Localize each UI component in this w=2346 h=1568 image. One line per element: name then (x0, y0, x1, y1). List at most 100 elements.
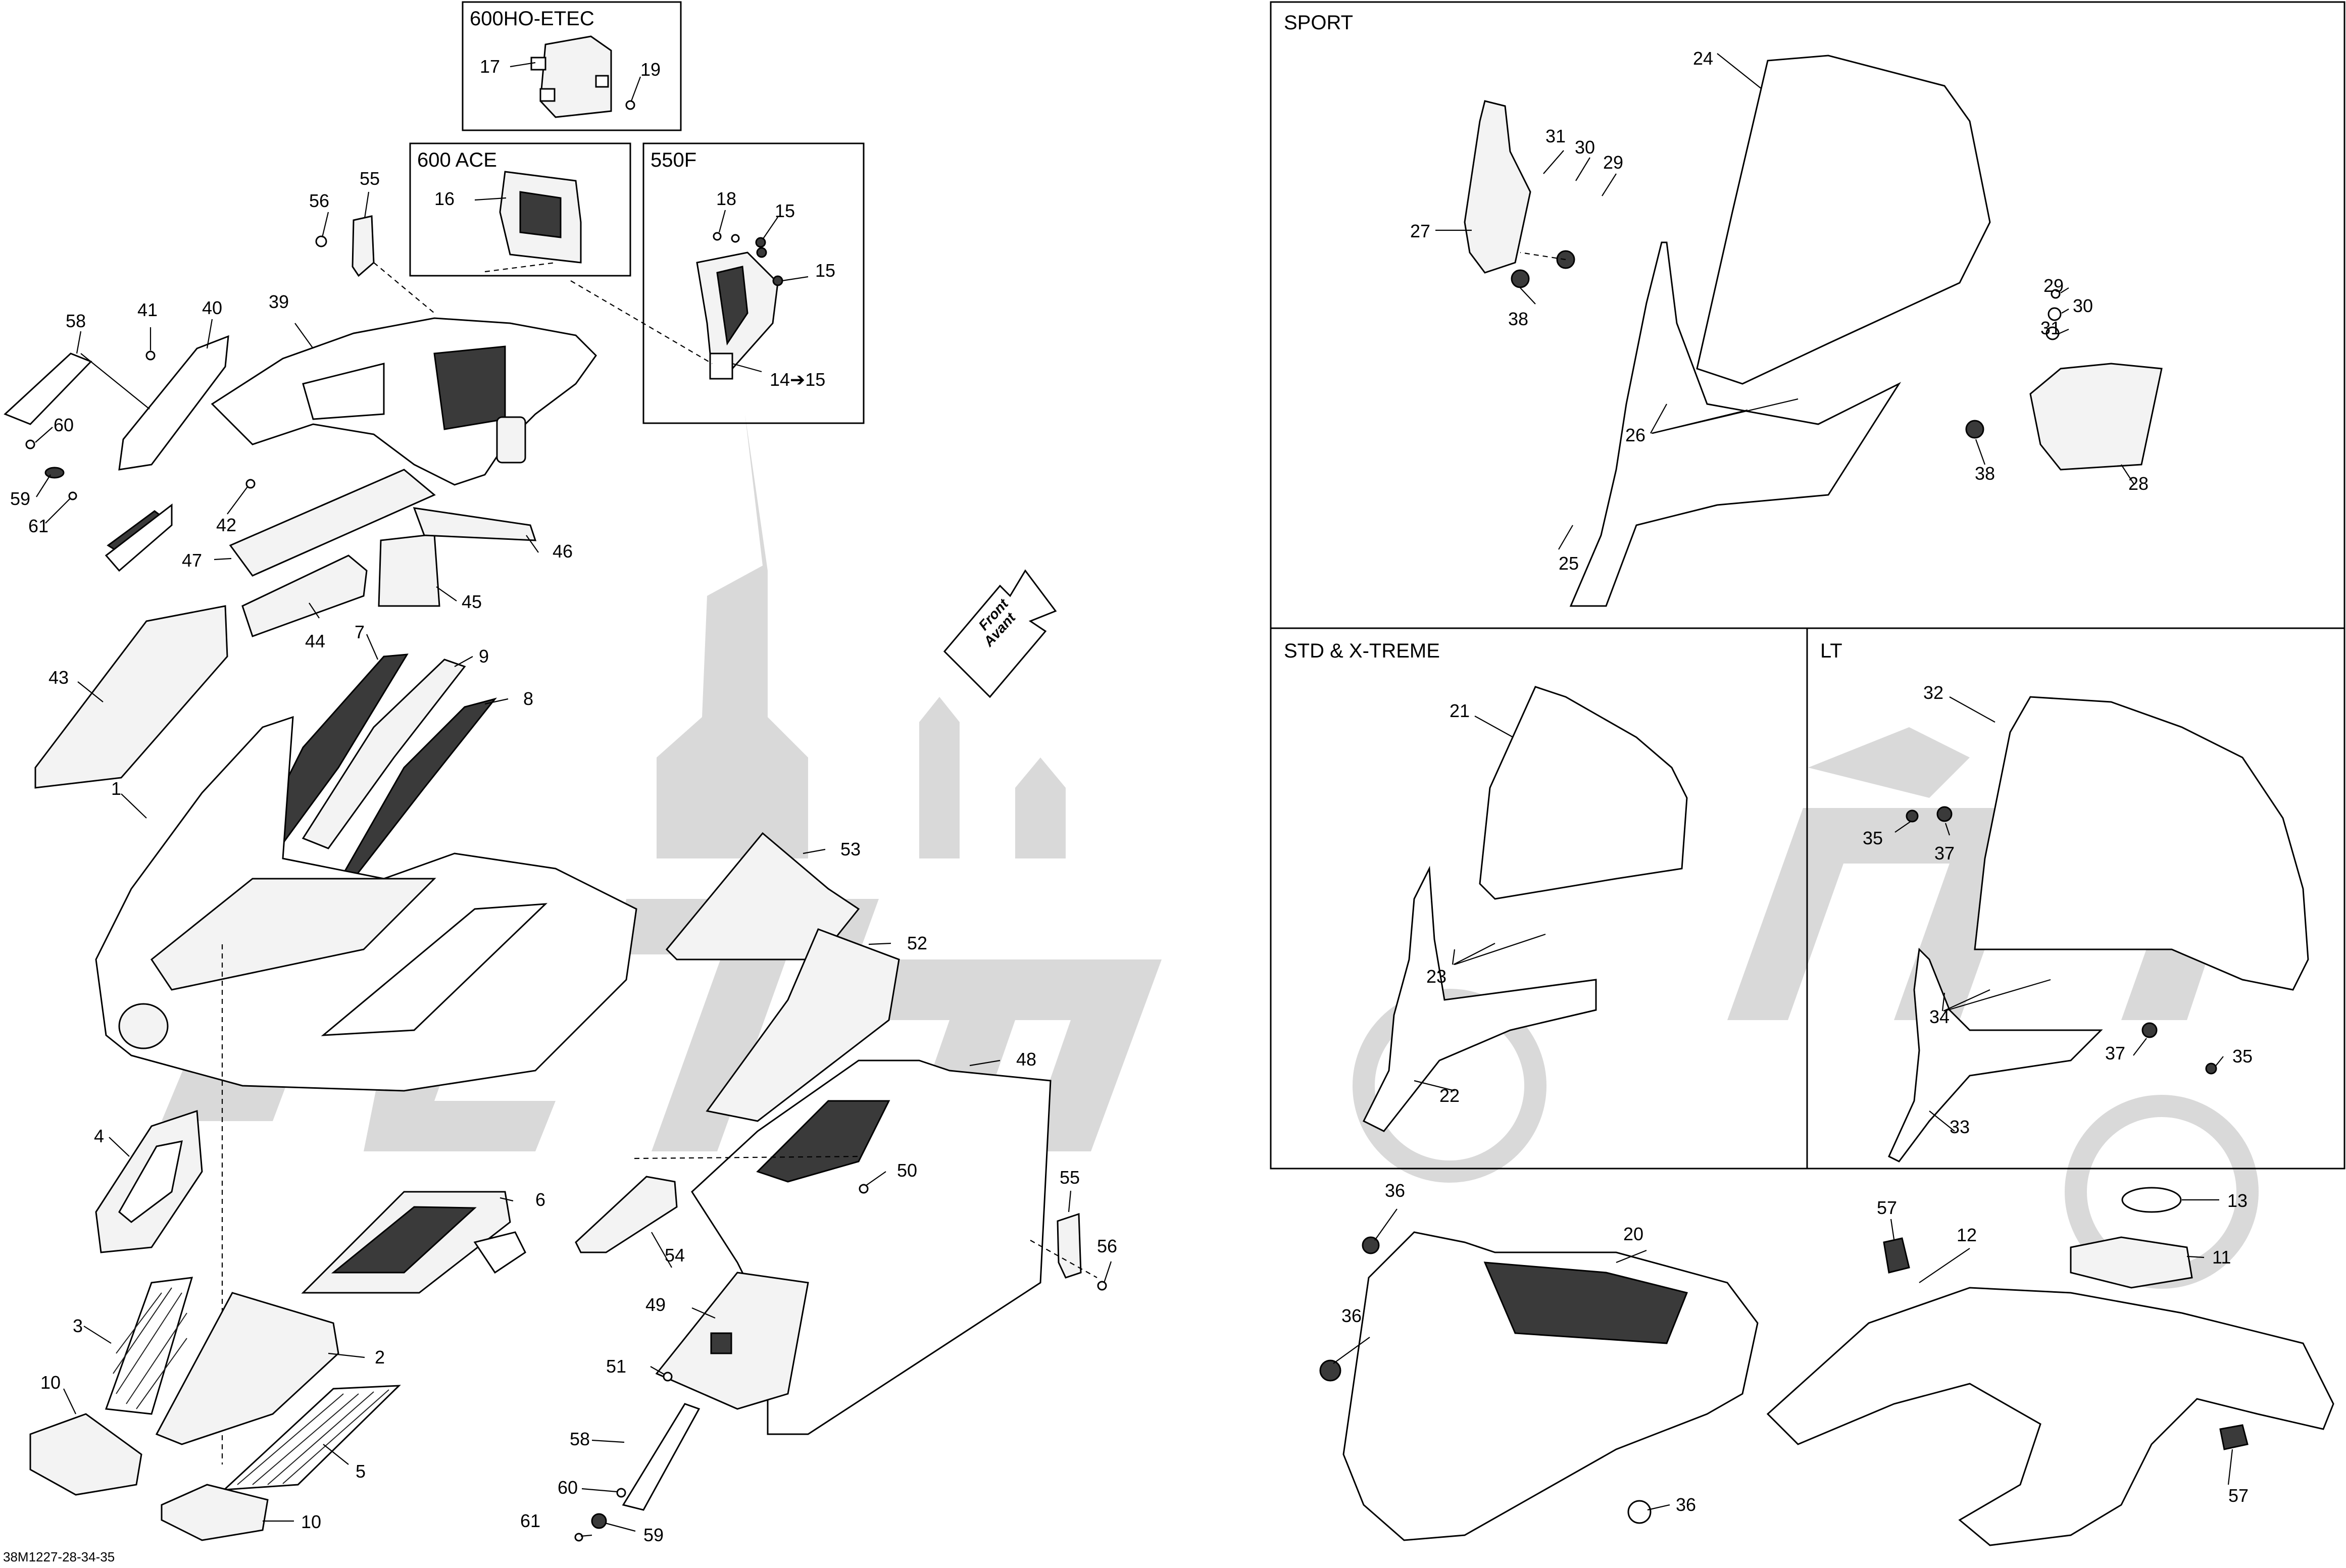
callout-10-lower: 10 (301, 1511, 321, 1532)
part-58-grab-handle-left (4, 352, 92, 425)
callout-60-left: 60 (54, 415, 74, 435)
callout-49: 49 (645, 1294, 666, 1315)
callout-20: 20 (1623, 1224, 1643, 1244)
part-29-screw-r (2051, 289, 2061, 299)
part-6-intake-slot (331, 1206, 477, 1274)
callout-34: 34 (1929, 1006, 1950, 1027)
part-24-sport-windshield (1696, 55, 1991, 385)
callout-40: 40 (202, 297, 222, 318)
callout-43: 43 (48, 667, 69, 688)
callout-13: 13 (2227, 1190, 2248, 1211)
part-57-clip-top (1883, 1237, 1910, 1274)
part-56-screw-top (315, 235, 327, 247)
part-61-nut-right (574, 1533, 583, 1542)
part-35-screw-lt-top (1906, 810, 1919, 823)
callout-36-top: 36 (1385, 1180, 1405, 1201)
callout-15-b: 15 (815, 260, 835, 281)
callout-25: 25 (1559, 553, 1579, 574)
callout-46: 46 (553, 541, 573, 562)
callout-36-left: 36 (1341, 1305, 1362, 1326)
part-58-grab-handle-right (622, 1403, 701, 1511)
box-sport-title: SPORT (1284, 12, 1353, 34)
part-14-intake-silencer (696, 251, 779, 380)
box-600-ace-title: 600 ACE (417, 149, 497, 171)
part-5-mesh (237, 1389, 389, 1485)
callout-45: 45 (462, 591, 482, 612)
part-13-gauge-ring (2121, 1187, 2182, 1213)
part-49-bracket (655, 1272, 809, 1410)
part-21-std-windshield (1479, 686, 1688, 900)
part-3-mesh (113, 1287, 187, 1409)
part-18-screws (713, 232, 740, 243)
part-50-screw (859, 1184, 869, 1194)
callout-2: 2 (375, 1347, 385, 1368)
part-30-washer-r (2048, 307, 2062, 321)
callout-8: 8 (523, 688, 533, 709)
part-52-side-panel (706, 928, 900, 1122)
part-15-nut-c (772, 275, 783, 286)
part-6-clip (473, 1231, 526, 1274)
callout-51: 51 (606, 1356, 626, 1377)
callout-54: 54 (665, 1245, 685, 1266)
box-600ho-etec-title: 600HO-ETEC (470, 8, 594, 30)
callout-30-sport-right: 30 (2073, 295, 2093, 316)
part-46-strip (413, 507, 537, 541)
box-lt (1806, 627, 2345, 1170)
box-600ho-etec (462, 1, 682, 131)
callout-56-mid: 56 (1097, 1236, 1117, 1256)
part-53-side-panel (665, 832, 860, 960)
part-10-cap-upper (29, 1413, 142, 1496)
part-28-sport-bracket (2029, 363, 2163, 471)
part-40-lower (105, 503, 173, 572)
part-45-panel (378, 533, 440, 607)
callout-50: 50 (897, 1160, 917, 1181)
callout-58-right: 58 (570, 1429, 590, 1449)
part-54-strip (575, 1176, 678, 1253)
callout-55-mid: 55 (1060, 1167, 1080, 1188)
part-37-grommet-lt-top (1936, 806, 1953, 822)
callout-60-right: 60 (558, 1477, 578, 1498)
callout-18: 18 (716, 188, 736, 209)
callout-32: 32 (1923, 682, 1943, 703)
callout-6: 6 (535, 1189, 545, 1210)
callout-23: 23 (1426, 966, 1446, 987)
part-59-washer-left (44, 467, 65, 479)
part-51-washer (663, 1372, 673, 1382)
callout-29-sport-left: 29 (1603, 152, 1623, 173)
part-3-mesh-grille (105, 1277, 193, 1415)
callout-19: 19 (640, 59, 661, 80)
callout-31-sport-right: 31 (2040, 318, 2061, 338)
part-39-console-inner (433, 345, 506, 430)
part-47-trim-upper (229, 469, 436, 577)
callout-59-left: 59 (10, 488, 30, 509)
part-36-grommet-left (1319, 1359, 1341, 1382)
part-38-grommet-left (1511, 269, 1530, 288)
callout-24: 24 (1693, 48, 1713, 69)
callout-21: 21 (1450, 700, 1470, 721)
callout-48: 48 (1016, 1049, 1036, 1070)
callout-7: 7 (355, 622, 365, 642)
part-57-clip-bottom (2219, 1424, 2249, 1450)
part-55-latch-top (352, 215, 375, 277)
part-2-lower-cover (155, 1292, 339, 1445)
callout-16: 16 (434, 188, 455, 209)
part-44-trim-lower (241, 554, 368, 637)
callout-11: 11 (2212, 1247, 2231, 1268)
callout-3: 3 (73, 1316, 83, 1336)
part-31-washer-r (2045, 326, 2060, 340)
callout-5: 5 (356, 1461, 366, 1482)
callout-27: 27 (1410, 221, 1430, 241)
callout-35-lt-top: 35 (1863, 828, 1883, 848)
part-33-lt-deflector (1888, 947, 2103, 1162)
callout-14: 14➔15 (770, 369, 825, 390)
part-39-latch (496, 416, 526, 464)
callout-58-left: 58 (66, 311, 86, 331)
part-4-vent-recess (118, 1140, 183, 1223)
callout-38-sport-left: 38 (1508, 309, 1528, 329)
callout-15-a: 15 (775, 200, 795, 221)
callout-41: 41 (137, 299, 158, 320)
part-22-std-deflector (1362, 866, 1597, 1132)
callout-30-sport-left: 30 (1575, 137, 1595, 158)
callout-26: 26 (1625, 425, 1645, 445)
